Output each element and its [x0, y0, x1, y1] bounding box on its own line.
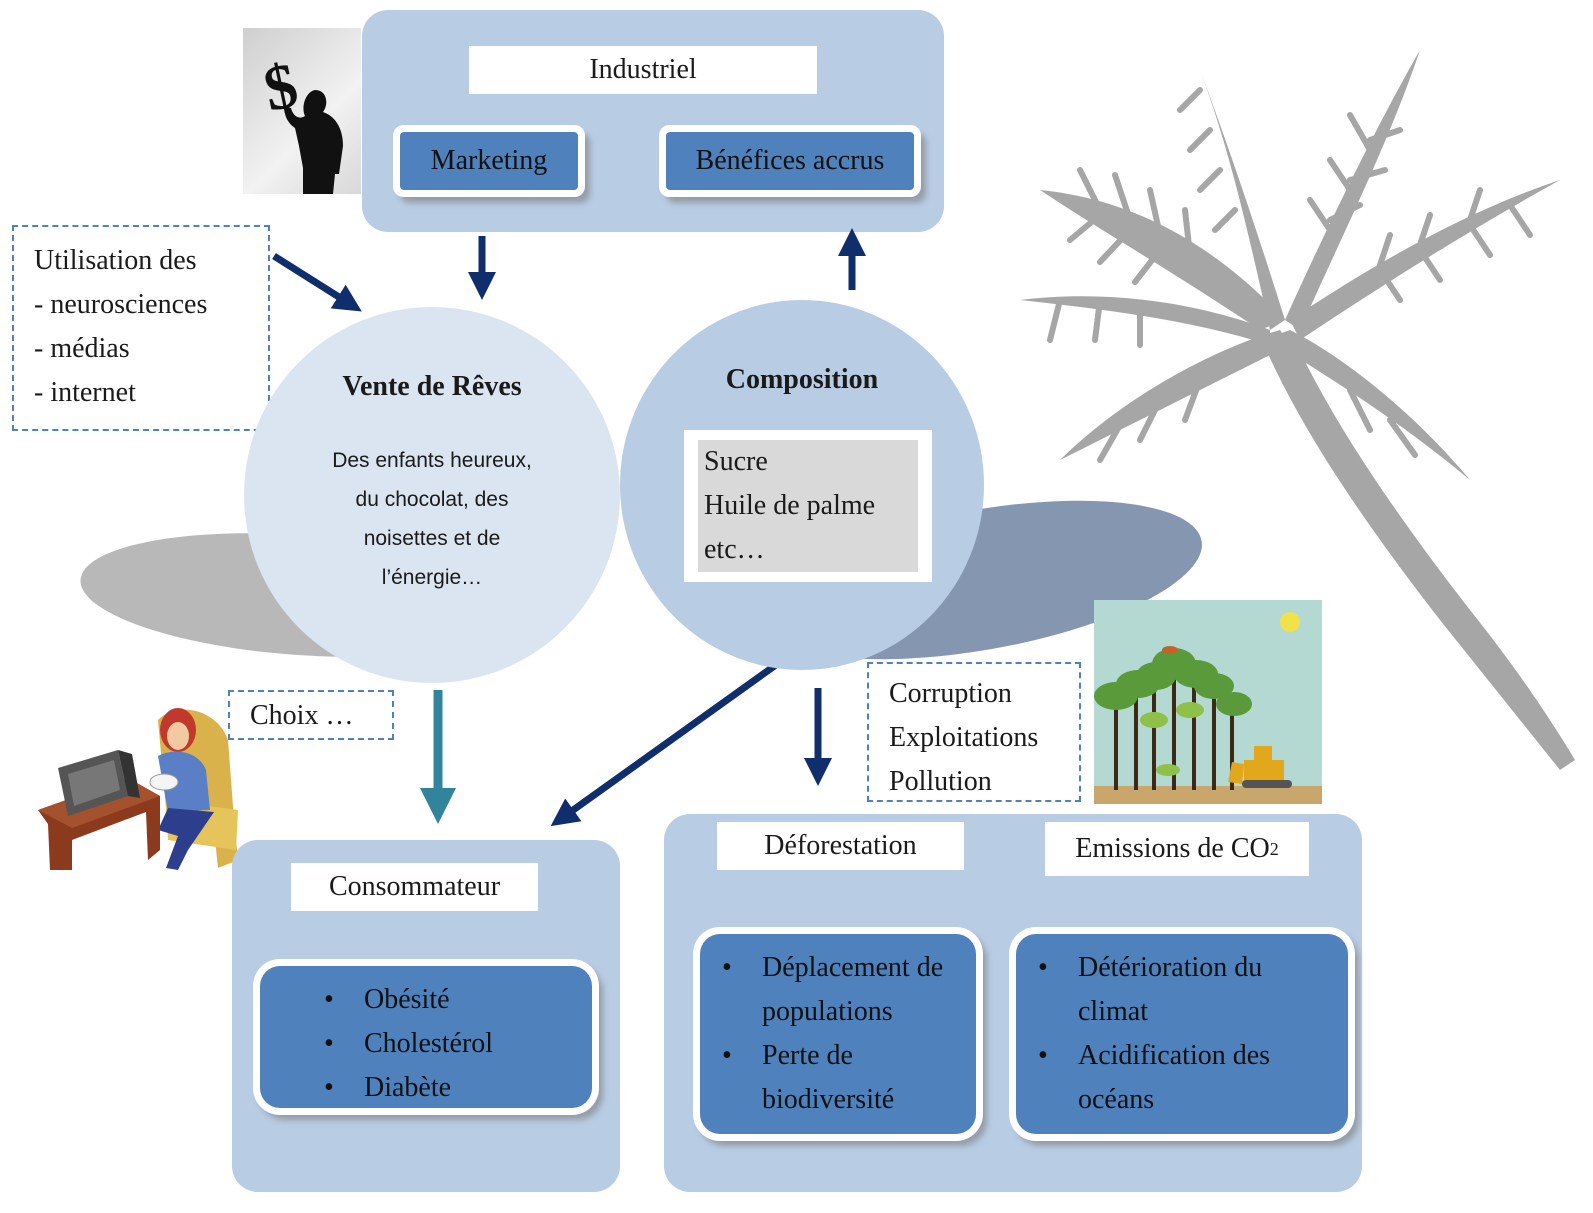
dreams-line: Des enfants heureux, [332, 449, 532, 472]
emissions-subscript: 2 [1269, 838, 1279, 859]
dreams-title: Vente de Rêves [342, 371, 522, 402]
choice-note: Choix … [228, 690, 394, 740]
composition-item: etc… [704, 534, 765, 565]
composition-box: Sucre Huile de palme etc… [684, 430, 932, 582]
arrow-composition-to-consumer [550, 659, 783, 827]
consumer-effect-item: Diabète [302, 1066, 592, 1110]
impacts-line: Pollution [889, 766, 992, 797]
marketing-box: Marketing [400, 132, 578, 190]
dreams-line: l’énergie… [381, 566, 483, 589]
emissions-effects-box: Détérioration du climat Acidification de… [1016, 934, 1348, 1134]
environment-panel: Déforestation Emissions de CO2 Déplaceme… [664, 814, 1362, 1192]
composition-circle: Composition Sucre Huile de palme etc… [620, 300, 984, 670]
impacts-line: Exploitations [889, 722, 1039, 753]
emissions-effect-item: Acidification des océans [1016, 1034, 1348, 1122]
consumer-title: Consommateur [291, 863, 538, 911]
benefits-box: Bénéfices accrus [666, 132, 914, 190]
tools-note-line: - internet [34, 377, 136, 408]
dreams-text: Des enfants heureux, du chocolat, des no… [244, 441, 620, 597]
consumer-panel: Consommateur Obésité Cholestérol Diabète [232, 840, 620, 1192]
consumer-effect-item: Obésité [302, 978, 592, 1022]
businessman-dollar-icon: $ [243, 28, 361, 194]
composition-list: Sucre Huile de palme etc… [698, 440, 918, 572]
emissions-label: Emissions de CO [1075, 833, 1270, 864]
impacts-note: Corruption Exploitations Pollution [867, 662, 1081, 802]
composition-title: Composition [725, 364, 879, 395]
tools-note-line: Utilisation des [34, 245, 197, 276]
dreams-line: du chocolat, des [355, 488, 509, 511]
impacts-line: Corruption [889, 678, 1012, 709]
composition-item: Huile de palme [704, 490, 876, 521]
industrial-panel: Industriel Marketing Bénéfices accrus [362, 10, 944, 232]
emissions-effect-item: Détérioration du climat [1016, 946, 1348, 1034]
deforestation-bulldozer-icon [1094, 600, 1322, 804]
deforestation-effects-box: Déplacement de populations Perte de biod… [700, 934, 976, 1134]
tools-note-line: - médias [34, 333, 130, 364]
woman-watching-tv-icon [38, 700, 248, 882]
choice-text: Choix … [250, 700, 354, 731]
consumer-effects-box: Obésité Cholestérol Diabète [260, 966, 592, 1110]
palm-tree-icon [1020, 50, 1575, 770]
arrow-tools-to-dreams [272, 253, 362, 312]
dreams-circle: Vente de Rêves Des enfants heureux, du c… [244, 307, 620, 683]
tools-note-line: - neurosciences [34, 289, 208, 320]
consumer-effect-item: Cholestérol [302, 1022, 592, 1066]
deforestation-title: Déforestation [717, 822, 964, 870]
deforestation-effect-item: Déplacement de populations [700, 946, 976, 1034]
dreams-line: noisettes et de [363, 527, 501, 550]
composition-item: Sucre [704, 446, 768, 477]
industrial-title: Industriel [469, 46, 817, 94]
tools-note: Utilisation des - neurosciences - médias… [12, 225, 270, 431]
deforestation-effect-item: Perte de biodiversité [700, 1034, 976, 1122]
